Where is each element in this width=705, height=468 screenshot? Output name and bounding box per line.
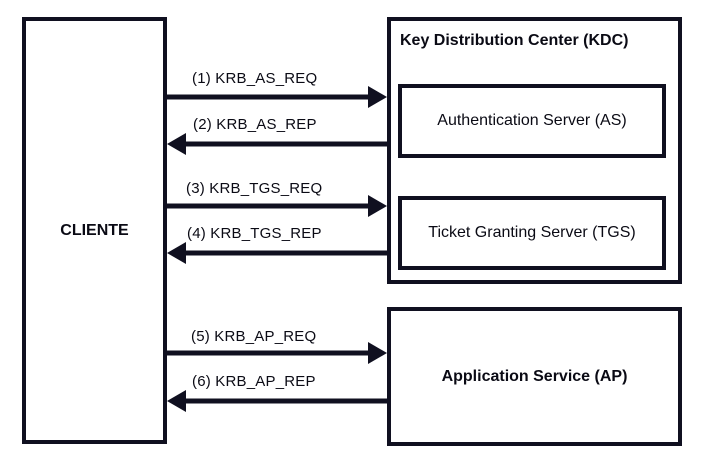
authentication-server-box: Authentication Server (AS): [398, 84, 666, 158]
arrow-1-as-req: [167, 86, 387, 108]
message-label-3: (3) KRB_TGS_REQ: [186, 180, 323, 197]
message-label-2: (2) KRB_AS_REP: [193, 116, 317, 133]
application-service-box: Application Service (AP): [387, 307, 682, 446]
arrow-3-tgs-req: [167, 195, 387, 217]
application-service-label: Application Service (AP): [441, 367, 628, 385]
arrow-4-tgs-rep: [167, 242, 387, 264]
message-label-6: (6) KRB_AP_REP: [192, 373, 316, 390]
message-label-4: (4) KRB_TGS_REP: [187, 225, 322, 242]
message-label-1: (1) KRB_AS_REQ: [192, 70, 318, 87]
client-label: CLIENTE: [60, 221, 129, 239]
authentication-server-label: Authentication Server (AS): [437, 112, 627, 129]
ticket-granting-server-label: Ticket Granting Server (TGS): [428, 224, 636, 241]
arrow-5-ap-req: [167, 342, 387, 364]
message-label-5: (5) KRB_AP_REQ: [191, 328, 317, 345]
arrow-6-ap-rep: [167, 390, 387, 412]
kdc-title: Key Distribution Center (KDC): [400, 32, 629, 49]
ticket-granting-server-box: Ticket Granting Server (TGS): [398, 196, 666, 270]
arrow-2-as-rep: [167, 133, 387, 155]
client-box: CLIENTE: [22, 17, 167, 444]
